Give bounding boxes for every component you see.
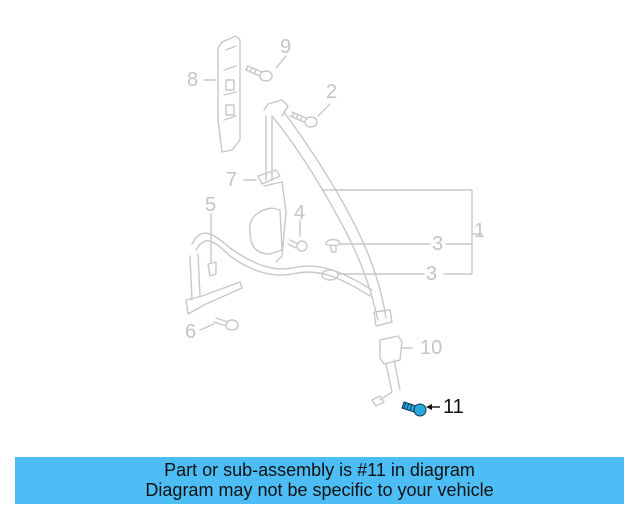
part-5-clip-icon xyxy=(207,261,217,277)
callout-11[interactable]: 11 xyxy=(443,396,464,418)
callout-1[interactable]: 1 xyxy=(474,220,486,242)
part-10-buckle-icon xyxy=(371,335,403,407)
callout-7[interactable]: 7 xyxy=(226,169,238,191)
callout-9[interactable]: 9 xyxy=(280,36,292,58)
part-3-cap-lower-icon xyxy=(321,269,339,281)
part-7-guide-icon xyxy=(257,169,281,185)
part-3-cap-upper-icon xyxy=(325,238,341,253)
part-6-bolt-icon xyxy=(213,317,239,331)
part-11-bolt-icon xyxy=(401,401,427,417)
callout-8[interactable]: 8 xyxy=(187,69,199,91)
callout-10[interactable]: 10 xyxy=(420,337,443,359)
part-9-bolt-icon xyxy=(245,65,273,82)
callout-3-lower[interactable]: 3 xyxy=(426,263,438,285)
callout-3-upper[interactable]: 3 xyxy=(432,233,444,255)
info-banner: Part or sub-assembly is #11 in diagram D… xyxy=(15,457,624,504)
callout-5[interactable]: 5 xyxy=(205,194,217,216)
part-4-bolt-icon xyxy=(287,239,308,252)
callout-2[interactable]: 2 xyxy=(326,81,338,103)
parts-diagram: 1 2 3 3 4 5 6 7 8 9 10 11 xyxy=(185,35,486,418)
banner-line-disclaimer: Diagram may not be specific to your vehi… xyxy=(145,480,494,500)
banner-line-part-number: Part or sub-assembly is #11 in diagram xyxy=(164,460,475,480)
callout-6[interactable]: 6 xyxy=(185,321,197,343)
callout-4[interactable]: 4 xyxy=(294,202,306,224)
part-8-bracket-icon xyxy=(217,35,241,153)
seat-belt-diagram-drawing xyxy=(185,35,483,417)
part-2-bolt-icon xyxy=(289,111,318,128)
part-1-belt-assembly-icon xyxy=(185,99,393,327)
